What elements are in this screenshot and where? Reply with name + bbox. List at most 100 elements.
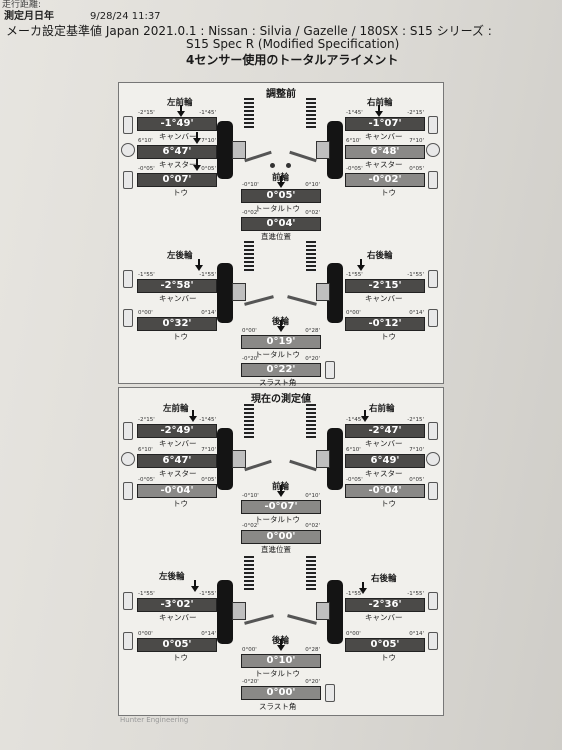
limit-lo: -0°02' [242, 210, 259, 216]
before-fr-caster-gauge: 6°10' 7°10' 6°48' [345, 138, 425, 159]
rear-right-tire [327, 580, 343, 644]
limit-lo: -0°20' [242, 679, 259, 685]
rear-right-arm [287, 295, 317, 306]
rear-left-hub [232, 602, 246, 620]
before-fr-toe: -0°02' [368, 174, 402, 185]
limit-lo: -0°05' [138, 166, 155, 172]
toe-arrow [193, 159, 201, 171]
current-thrust-gauge: -0°20' 0°20' 0°00' [241, 679, 321, 700]
limit-hi: 0°14' [201, 631, 216, 637]
camber-label: キャンバー [159, 439, 197, 448]
limit-lo: -1°55' [138, 591, 155, 597]
front-left-tire [217, 428, 233, 490]
limit-hi: 0°14' [201, 310, 216, 316]
measure-date-label: 測定月日年 [4, 11, 54, 22]
current-fl-camber-gauge: -2°15' -1°45' -2°49' [137, 417, 217, 438]
limit-hi: -2°15' [407, 110, 424, 116]
limit-lo: 0°00' [138, 310, 153, 316]
front-right-arm [289, 459, 317, 472]
before-fl-caster-gauge: 6°10' 7°10' 6°47' [137, 138, 217, 159]
front-right-tire [327, 428, 343, 490]
limit-hi: -1°45' [199, 417, 216, 423]
current-total-toe-gauge: -0°10' 0°10' -0°07' [241, 493, 321, 514]
limit-lo: -0°05' [346, 166, 363, 172]
total-toe-label: トータルトウ [255, 204, 300, 213]
rear-left-tire [217, 263, 233, 323]
limit-lo: 0°00' [346, 631, 361, 637]
current-rl-camber-gauge: -1°55' -1°55' -3°02' [137, 591, 217, 612]
limit-hi: 0°02' [305, 210, 320, 216]
rear-arrow [277, 639, 285, 651]
before-thrust-gauge: -0°20' 0°20' 0°22' [241, 356, 321, 377]
current-fr-arrow [361, 410, 369, 422]
caster-icon [426, 143, 440, 157]
before-rr-arrow [357, 259, 365, 271]
limit-lo: 6°10' [138, 447, 153, 453]
total-toe-label: トータルトウ [255, 669, 300, 678]
toe-label: トウ [173, 653, 188, 662]
before-fr-arrow [375, 105, 383, 117]
before-fr-label: 右前輪 [367, 98, 393, 108]
limit-hi: -2°15' [407, 417, 424, 423]
toe-icon [428, 309, 438, 327]
toe-icon [123, 482, 133, 500]
caster-label: キャスター [365, 160, 403, 169]
current-thrust: 0°00' [266, 687, 296, 698]
toe-icon [428, 482, 438, 500]
front-right-pivot [286, 163, 291, 168]
toe-label: トウ [173, 499, 188, 508]
limit-lo: 6°10' [346, 138, 361, 144]
camber-icon [123, 422, 133, 440]
before-fr-camber: -1°07' [368, 118, 402, 129]
before-rr-camber: -2°15' [368, 280, 402, 291]
front-left-tire [217, 121, 233, 179]
before-rl-camber: -2°58' [160, 280, 194, 291]
front-left-spring [244, 404, 254, 438]
rear-left-spring [244, 556, 254, 590]
rear-left-spring [244, 241, 254, 273]
toe-label: トウ [381, 332, 396, 341]
limit-lo: -2°15' [138, 417, 155, 423]
limit-hi: 0°28' [305, 328, 320, 334]
rear-arrow [277, 320, 285, 332]
toe-icon [123, 309, 133, 327]
rear-right-hub [316, 283, 330, 301]
limit-lo: 6°10' [138, 138, 153, 144]
current-rl-camber: -3°02' [160, 599, 194, 610]
limit-lo: -0°05' [138, 477, 155, 483]
before-centering: 0°04' [266, 218, 296, 229]
limit-lo: -1°55' [346, 272, 363, 278]
toe-icon [123, 171, 133, 189]
camber-label: キャンバー [365, 613, 403, 622]
before-fr-toe-gauge: -0°05' 0°05' -0°02' [345, 166, 425, 187]
spec-model: S15 Spec R (Modified Specification) [186, 37, 400, 51]
limit-hi: 0°05' [409, 166, 424, 172]
limit-hi: 7°10' [409, 447, 424, 453]
report-title: 4センサー使用のトータルアライメント [186, 53, 399, 67]
before-fl-label: 左前輪 [167, 98, 193, 108]
before-total-toe: 0°05' [266, 190, 296, 201]
camber-label: キャンバー [159, 613, 197, 622]
before-rear-total-gauge: 0°00' 0°28' 0°19' [241, 328, 321, 349]
camber-label: キャンバー [365, 439, 403, 448]
current-fr-toe-gauge: -0°05' 0°05' -0°04' [345, 477, 425, 498]
caster-label: キャスター [159, 160, 197, 169]
centering-label: 直進位置 [261, 545, 291, 554]
current-fr-label: 右前輪 [369, 404, 395, 414]
toe-label: トウ [173, 188, 188, 197]
caster-label: キャスター [365, 469, 403, 478]
limit-lo: -0°05' [346, 477, 363, 483]
thrust-label: スラスト角 [259, 702, 297, 711]
before-rl-arrow [195, 259, 203, 271]
caster-label: キャスター [159, 469, 197, 478]
footer-brand: Hunter Engineering [120, 716, 189, 724]
front-left-arm [244, 459, 272, 472]
before-rr-label: 右後輪 [367, 251, 393, 261]
rear-right-spring [306, 241, 316, 273]
caster-icon [121, 452, 135, 466]
before-fr-camber-gauge: -1°45' -2°15' -1°07' [345, 110, 425, 131]
current-rr-toe-gauge: 0°00' 0°14' 0°05' [345, 631, 425, 652]
current-rl-toe-gauge: 0°00' 0°14' 0°05' [137, 631, 217, 652]
current-fl-caster: 6°47' [162, 455, 192, 466]
